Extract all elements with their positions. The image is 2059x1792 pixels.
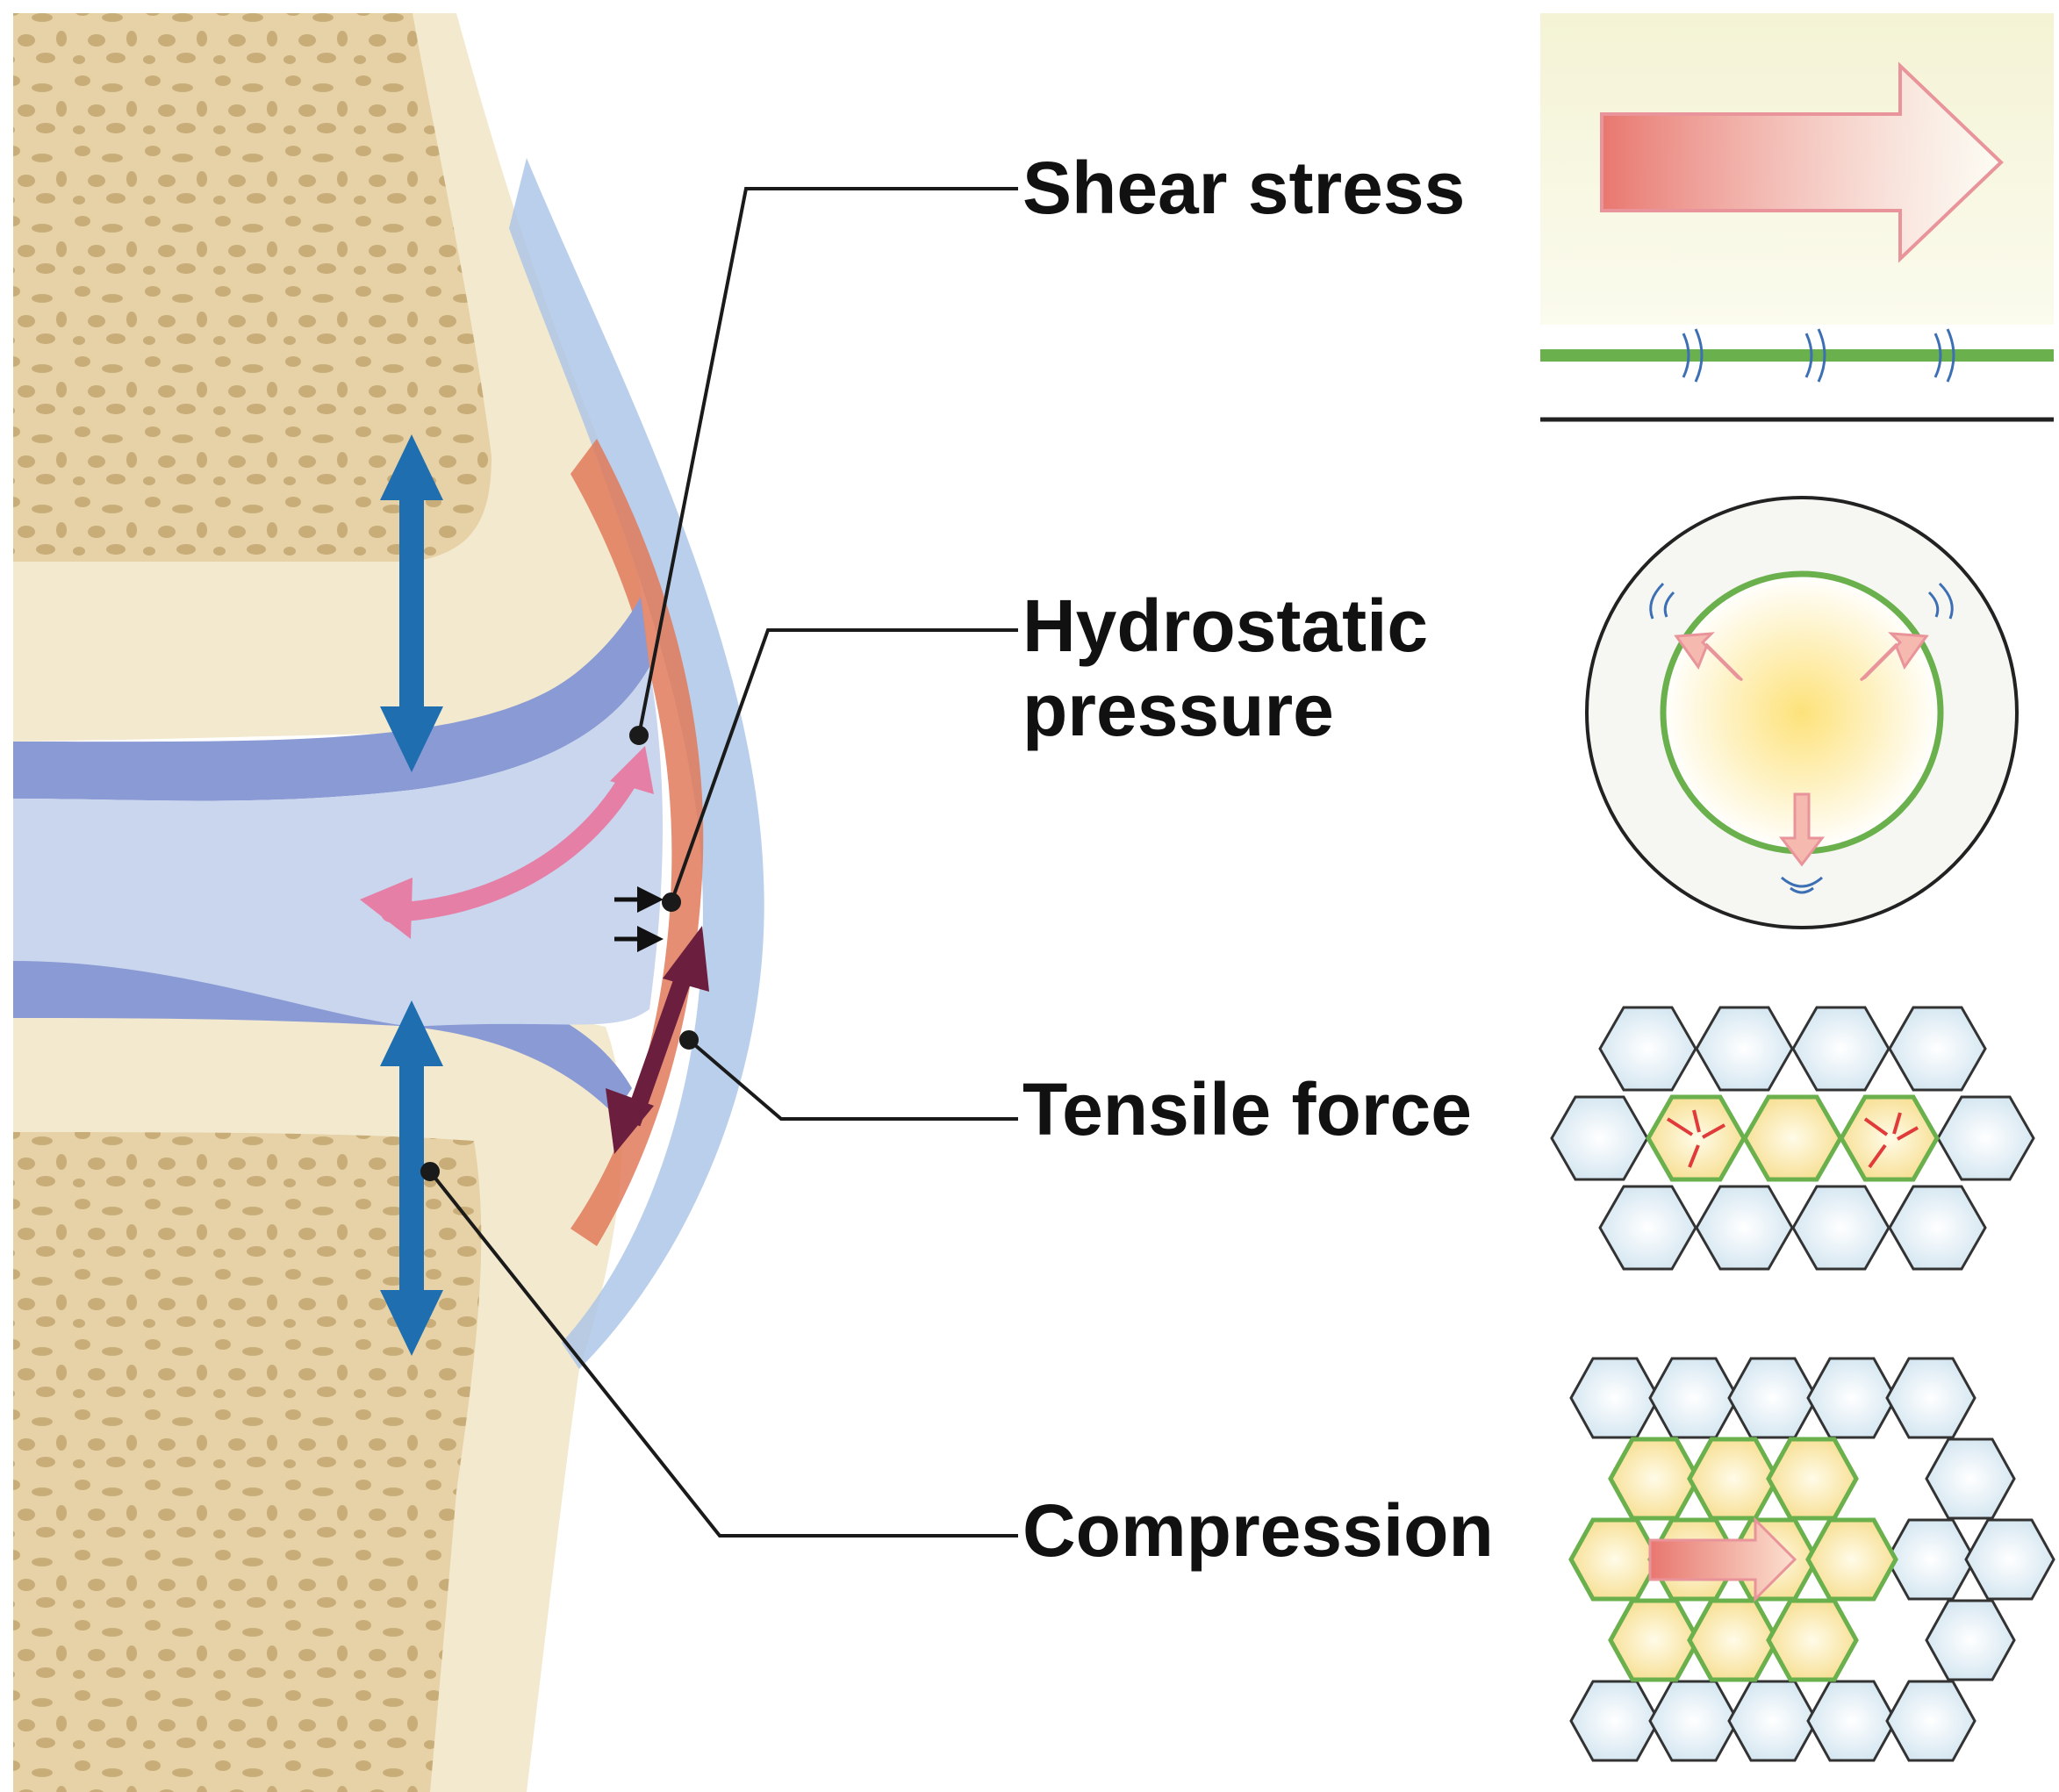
leader-shear: [637, 187, 1018, 736]
label-shear-stress: Shear stress: [1022, 147, 1465, 229]
shear-flow-icon: [1540, 13, 2054, 422]
leader-lines: [420, 187, 1018, 1538]
vertical-double-arrow-icon: [380, 434, 443, 772]
tensile-hex-grid-icon: [1550, 1006, 2035, 1271]
tensile-double-arrow-icon: [606, 926, 709, 1154]
leader-compression: [428, 1170, 1018, 1538]
lower-bone-trabecular: [13, 1132, 482, 1792]
upper-cartilage: [13, 597, 649, 801]
joint-illustration: [13, 13, 764, 1792]
hydrostatic-cell-icon: [1585, 496, 2019, 929]
leader-hydro: [670, 628, 1018, 903]
joint-capsule: [509, 158, 764, 1369]
synovial-fluid: [13, 667, 663, 1027]
vertical-double-arrow-icon: [380, 1000, 443, 1356]
compression-hex-grid-icon: [1568, 1357, 2055, 1762]
label-tensile-force: Tensile force: [1022, 1068, 1472, 1150]
label-compression: Compression: [1022, 1489, 1494, 1572]
label-pressure: pressure: [1022, 669, 1334, 751]
pressure-arrow-icon: [614, 886, 664, 952]
leader-tensile: [687, 1038, 1018, 1121]
label-hydrostatic: Hydrostatic: [1022, 584, 1428, 667]
joint-force-arrows: [360, 434, 709, 1356]
pink-curved-arrow-icon: [360, 746, 654, 939]
synovium: [570, 439, 704, 1246]
upper-bone-trabecular: [13, 13, 491, 562]
